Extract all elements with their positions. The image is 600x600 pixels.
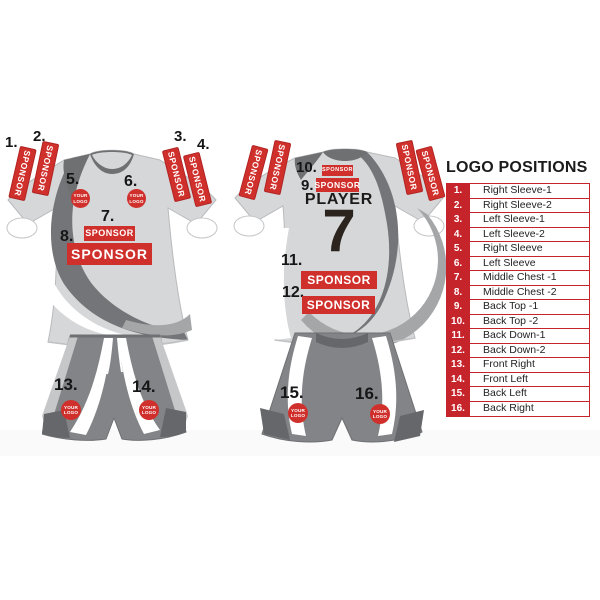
legend-row-10: 10.Back Top -2: [447, 314, 589, 329]
legend-row-12: 12.Back Down-2: [447, 343, 589, 358]
legend-row-11: 11.Back Down-1: [447, 329, 589, 344]
marker-12: 12.: [282, 284, 305, 301]
sponsor-patch-12: SPONSOR: [302, 296, 375, 314]
legend-row-4: 4.Left Sleeve-2: [447, 227, 589, 242]
legend-row-1: 1.Right Sleeve-1: [447, 184, 589, 199]
marker-8: 8.: [60, 228, 74, 245]
marker-7: 7.: [101, 208, 115, 225]
player-name: PLAYER: [304, 191, 374, 208]
legend-row-6: 6.Left Sleeve: [447, 256, 589, 271]
marker-1: 1.: [5, 134, 18, 151]
player-number: 7: [322, 197, 356, 264]
sponsor-patch-7: SPONSOR: [84, 226, 135, 241]
marker-14: 14.: [132, 377, 156, 396]
sponsor-patch-8: SPONSOR: [67, 243, 152, 265]
marker-15: 15.: [280, 383, 304, 402]
marker-16: 16.: [355, 384, 379, 403]
legend-row-7: 7.Middle Chest -1: [447, 271, 589, 286]
marker-13: 13.: [54, 375, 78, 394]
legend-row-2: 2.Right Sleeve-2: [447, 198, 589, 213]
legend: LOGO POSITIONS 1.Right Sleeve-1 2.Right …: [446, 159, 592, 417]
marker-2: 2.: [33, 128, 46, 145]
legend-table: 1.Right Sleeve-1 2.Right Sleeve-2 3.Left…: [446, 183, 590, 417]
legend-row-5: 5.Right Sleeve: [447, 242, 589, 257]
marker-10: 10.: [296, 159, 317, 176]
legend-row-9: 9.Back Top -1: [447, 300, 589, 315]
legend-row-14: 14.Front Left: [447, 372, 589, 387]
marker-9: 9.: [301, 177, 314, 194]
sponsor-patch-11: SPONSOR: [301, 271, 377, 289]
marker-4: 4.: [197, 136, 210, 153]
legend-row-13: 13.Front Right: [447, 358, 589, 373]
legend-row-15: 15.Back Left: [447, 387, 589, 402]
legend-row-16: 16.Back Right: [447, 401, 589, 416]
marker-11: 11.: [281, 252, 303, 269]
marker-3: 3.: [174, 128, 187, 145]
legend-row-8: 8.Middle Chest -2: [447, 285, 589, 300]
marker-5: 5.: [66, 171, 80, 188]
sponsor-patch-10: SPONSOR: [322, 165, 353, 176]
sponsor-patch-9: SPONSOR: [315, 178, 360, 192]
legend-title: LOGO POSITIONS: [446, 159, 588, 176]
marker-6: 6.: [124, 173, 138, 190]
legend-row-3: 3.Left Sleeve-1: [447, 213, 589, 228]
back-jersey-graphic: [233, 148, 447, 350]
